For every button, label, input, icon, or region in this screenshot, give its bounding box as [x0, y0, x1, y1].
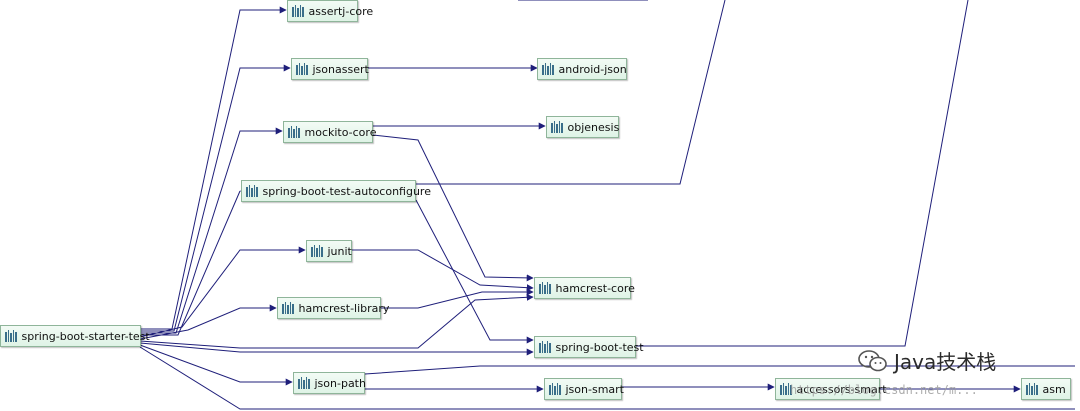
edge-hamcrest-library-hamcrest-core — [381, 288, 534, 309]
node-label: spring-boot-test-autoconfigure — [262, 184, 431, 198]
node-label: accessors-smart — [796, 382, 887, 396]
node-hamcrest-core[interactable]: hamcrest-core — [534, 277, 635, 299]
node-label: mockito-core — [304, 125, 377, 139]
node-label: android-json — [558, 62, 627, 76]
node-hamcrest-library[interactable]: hamcrest-library — [277, 297, 389, 319]
node-label: spring-boot-test — [555, 340, 644, 354]
jar-icon — [551, 121, 563, 133]
node-json-smart[interactable]: json-smart — [544, 378, 624, 400]
node-label: objenesis — [567, 120, 620, 134]
jar-icon — [292, 5, 304, 17]
jar-icon — [549, 383, 561, 395]
jar-icon — [282, 302, 294, 314]
edge-starter-json-path — [139, 344, 293, 386]
edge-spring-boot-test-up — [636, 0, 969, 347]
jar-icon — [539, 282, 551, 294]
jar-icon — [5, 330, 17, 342]
jar-icon — [288, 126, 300, 138]
node-label: spring-boot-starter-test — [21, 329, 150, 343]
edge-starter-down — [139, 346, 1075, 410]
jar-icon — [296, 63, 308, 75]
node-objenesis[interactable]: objenesis — [546, 116, 619, 138]
node-spring-boot-test-autoconfigure[interactable]: spring-boot-test-autoconfigure — [241, 180, 431, 202]
edge-starter-jsonassert — [140, 64, 291, 332]
watermark: Java技术栈 — [858, 346, 996, 375]
node-assertj-core[interactable]: assertj-core — [287, 0, 373, 22]
node-label: jsonassert — [312, 62, 369, 76]
jar-icon — [539, 341, 551, 353]
node-json-path[interactable]: json-path — [293, 372, 366, 394]
node-label: junit — [327, 244, 352, 258]
edge-starter-mockito — [140, 127, 283, 334]
edge-mockito-hamcrest-core — [372, 134, 534, 282]
jar-icon — [246, 185, 258, 197]
watermark-text: Java技术栈 — [894, 350, 997, 374]
jar-icon — [1026, 383, 1038, 395]
node-label: hamcrest-core — [555, 281, 635, 295]
node-label: hamcrest-library — [298, 301, 390, 315]
edge-starter-autoconfigure — [140, 190, 241, 336]
node-android-json[interactable]: android-json — [537, 58, 627, 80]
node-accessors-smart[interactable]: accessors-smart — [775, 378, 887, 400]
node-spring-boot-starter-test[interactable]: spring-boot-starter-test — [0, 325, 150, 347]
jar-icon — [780, 383, 792, 395]
edge-starter-hamcrest-core — [139, 293, 534, 349]
node-label: asm — [1042, 382, 1066, 396]
node-jsonassert[interactable]: jsonassert — [291, 58, 369, 80]
jar-icon — [542, 63, 554, 75]
edge-starter-junit — [139, 246, 306, 338]
node-junit[interactable]: junit — [306, 240, 352, 262]
edge-autoconfigure-up — [416, 0, 726, 185]
edge-starter-spring-boot-test — [139, 342, 534, 356]
node-label: json-path — [314, 376, 366, 390]
edge-starter-assertj — [140, 6, 287, 330]
edge-starter-hamcrest-library — [139, 304, 277, 340]
edge-autoconfigure-spring-boot-test — [415, 199, 534, 344]
node-mockito-core[interactable]: mockito-core — [283, 121, 376, 143]
node-label: assertj-core — [308, 4, 374, 18]
edge-junit-hamcrest-core — [352, 249, 534, 292]
node-asm[interactable]: asm — [1021, 378, 1071, 400]
wechat-icon — [858, 349, 887, 371]
jar-icon — [311, 245, 323, 257]
jar-icon — [298, 377, 310, 389]
node-spring-boot-test[interactable]: spring-boot-test — [534, 336, 644, 358]
watermark-url: https://blog.csdn.net/m... — [790, 383, 978, 397]
node-label: json-smart — [565, 382, 624, 396]
